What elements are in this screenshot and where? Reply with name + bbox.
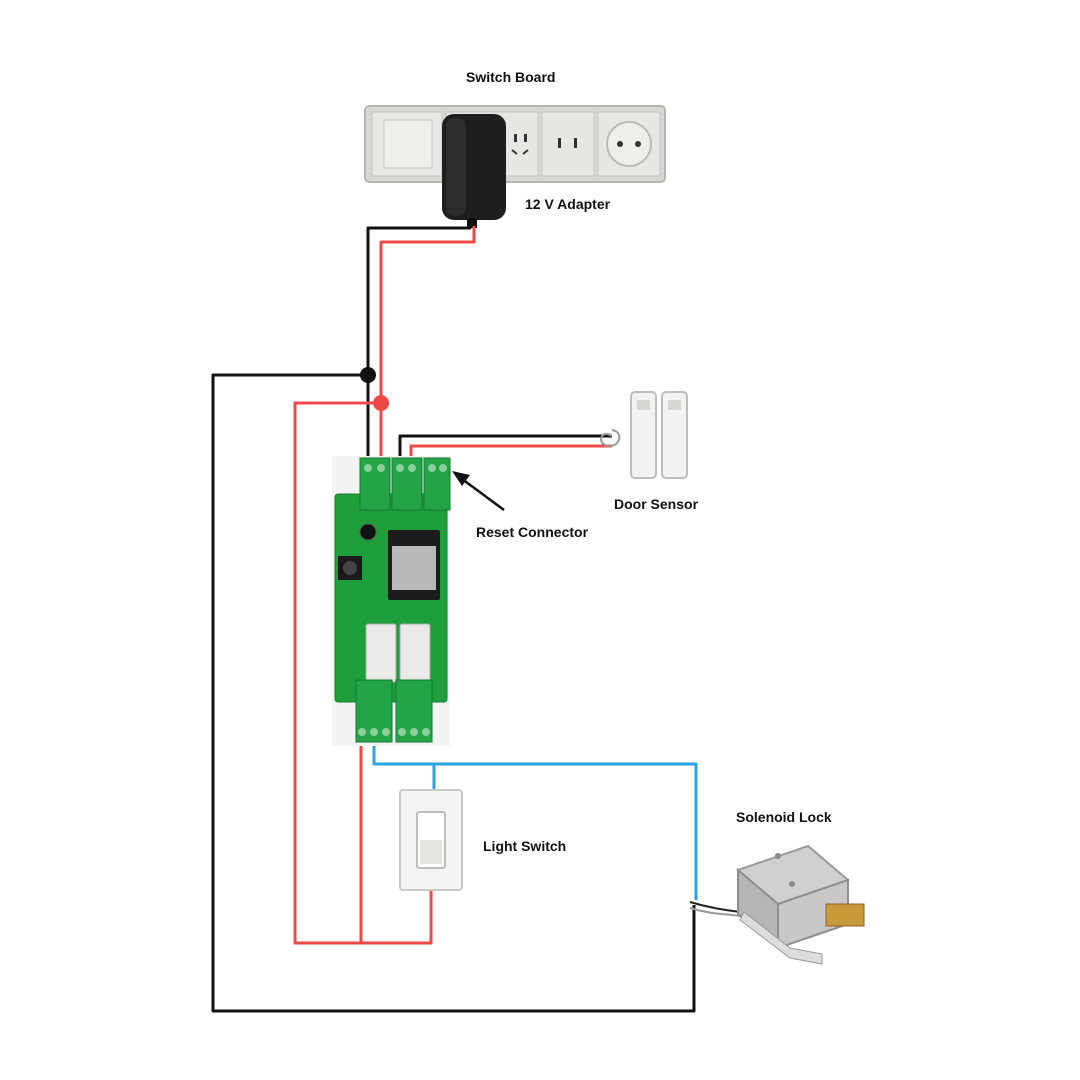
relay-board-icon <box>332 456 451 746</box>
light-switch-icon <box>399 789 463 891</box>
switch-board-label: Switch Board <box>466 69 556 85</box>
relay-blue-wire <box>372 740 698 900</box>
wires <box>211 226 698 1013</box>
door-sensor-label: Door Sensor <box>614 496 699 512</box>
reset-connector-label: Reset Connector <box>476 524 589 540</box>
arrow-icon <box>452 471 505 512</box>
adapter-black-wire <box>366 226 472 470</box>
door-sensor-icon <box>600 391 688 479</box>
common-black-wire <box>211 373 696 1013</box>
adapter-label: 12 V Adapter <box>525 196 611 212</box>
solenoid-lock-label: Solenoid Lock <box>736 809 832 825</box>
wall-switchboard-icon <box>364 105 666 183</box>
black-junction <box>360 367 376 383</box>
red-junction <box>373 395 389 411</box>
light-switch-label: Light Switch <box>483 838 567 854</box>
solenoid-lock-icon <box>689 844 865 965</box>
adapter-red-wire <box>379 226 476 470</box>
power-adapter-icon <box>442 114 506 228</box>
common-red-wire <box>293 401 433 945</box>
